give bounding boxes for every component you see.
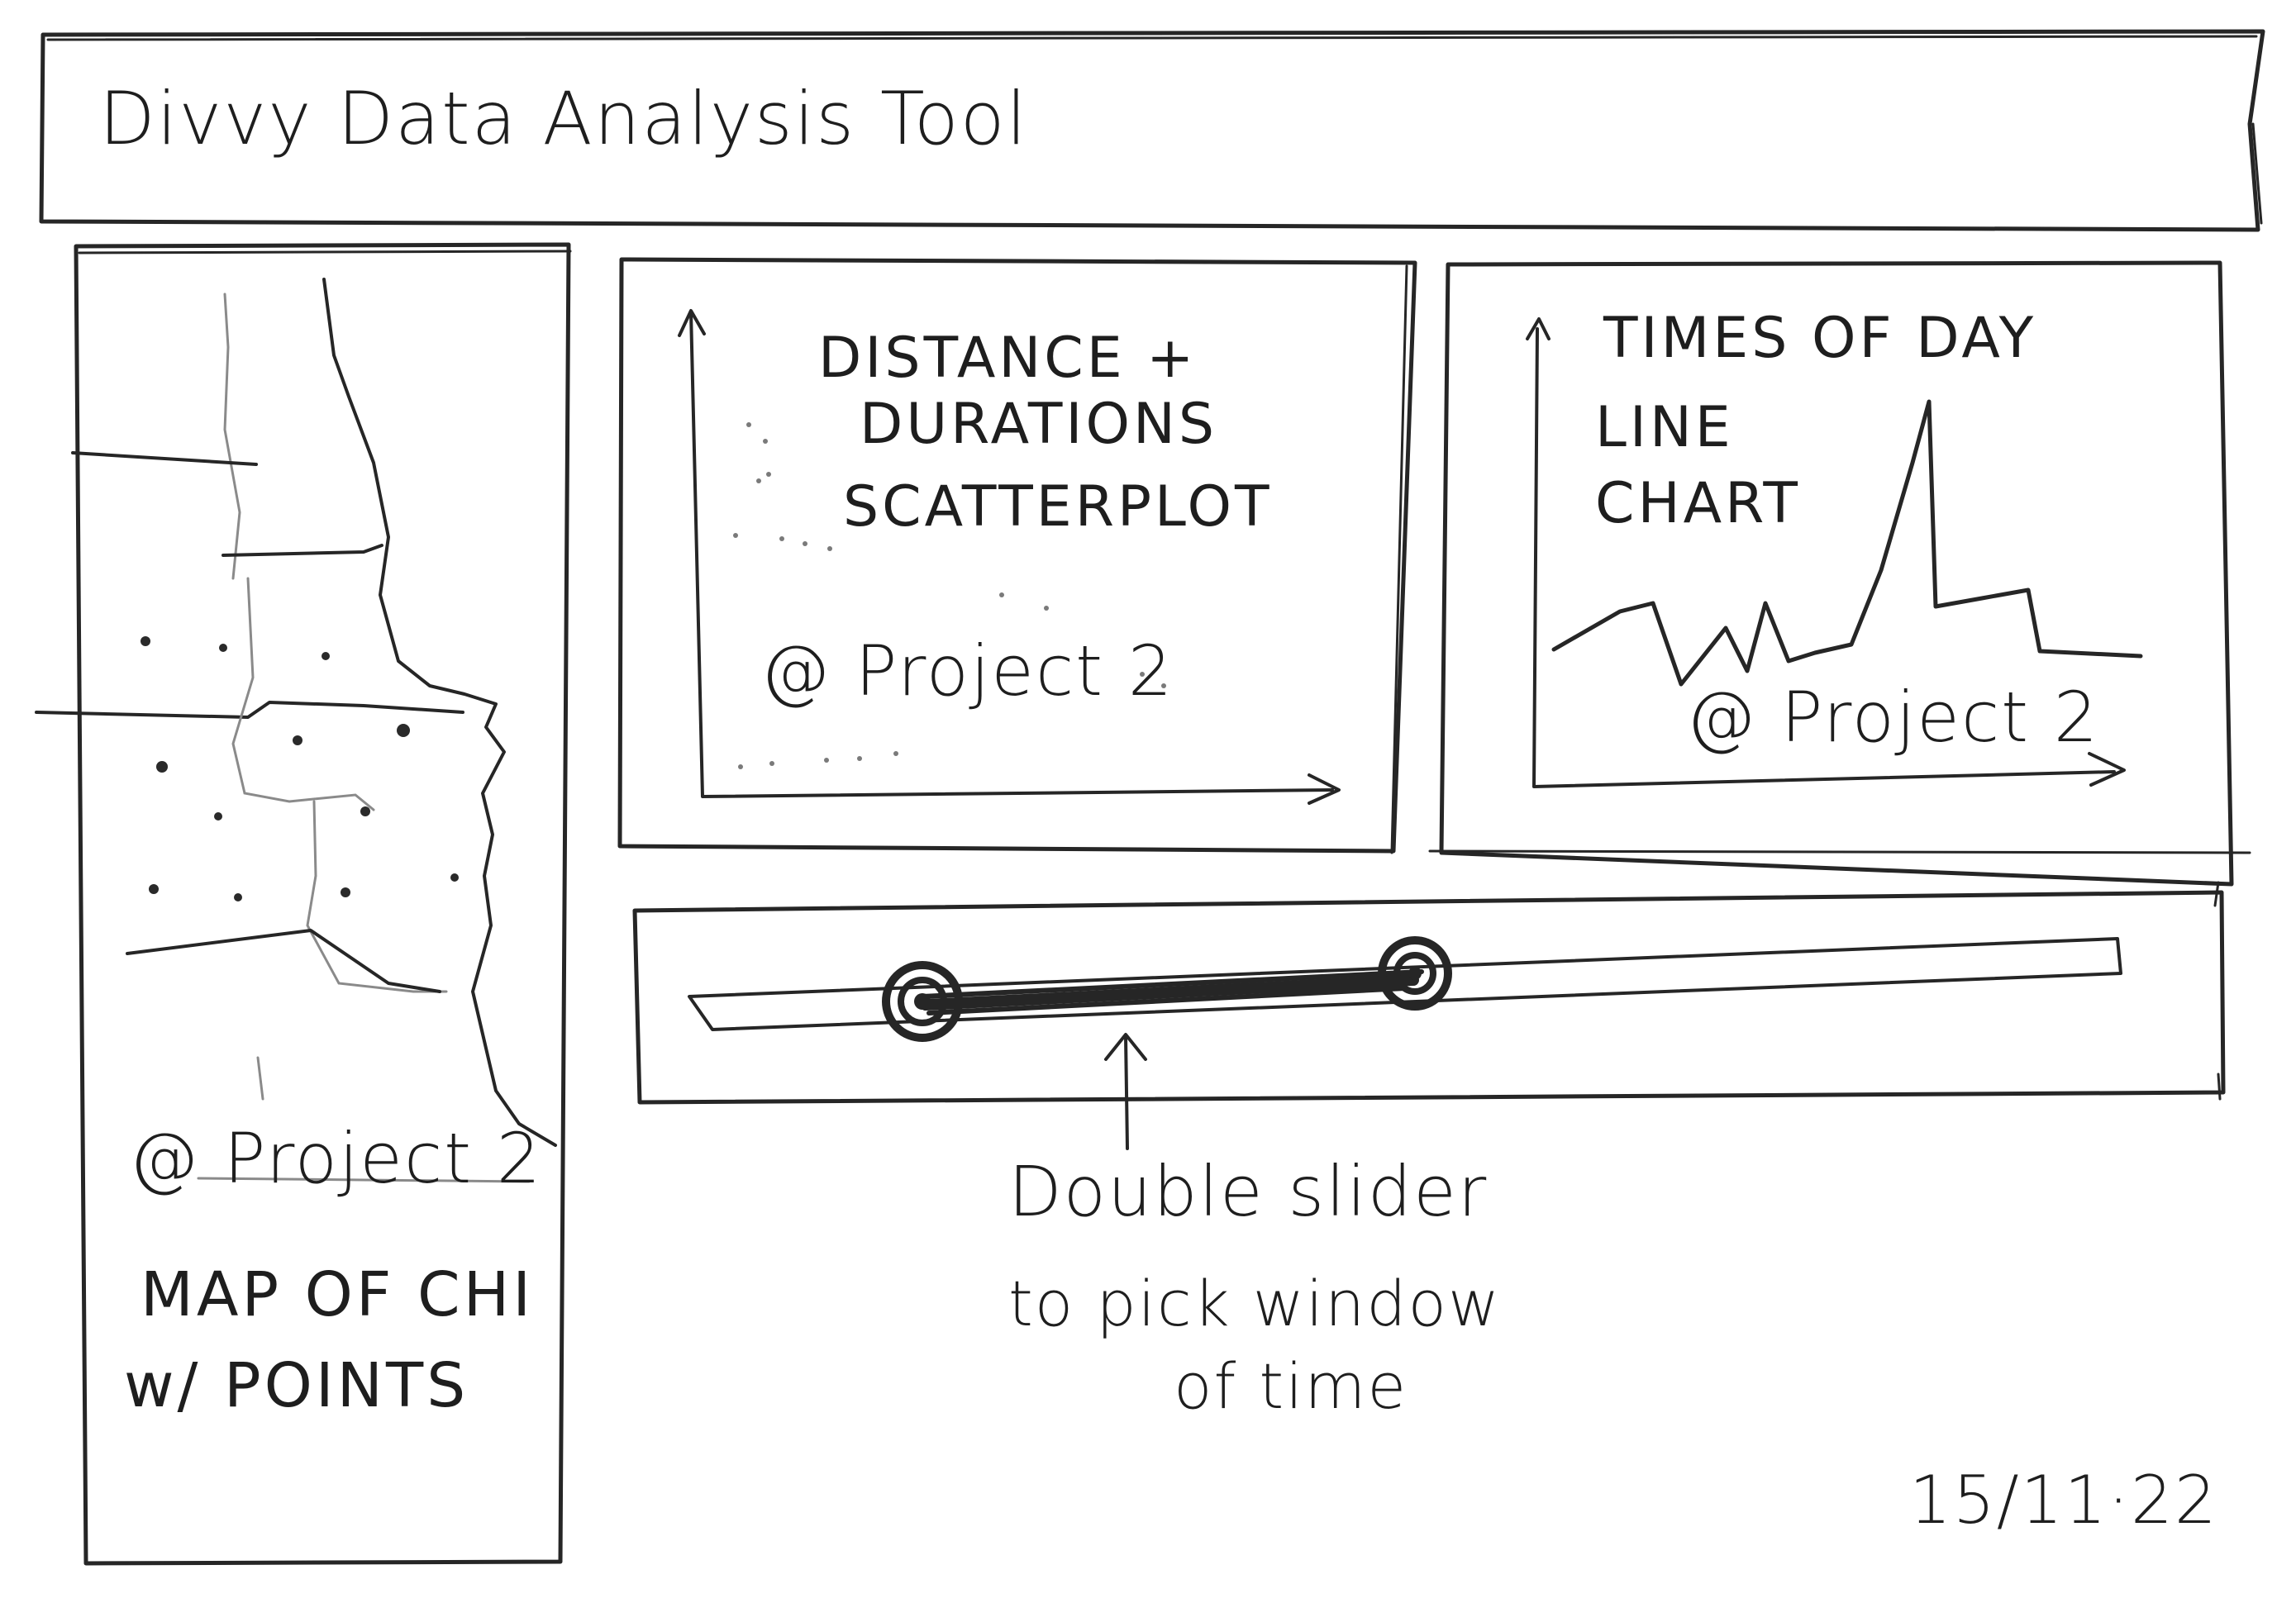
map-panel (35, 242, 572, 1566)
slider-track (688, 937, 2122, 1031)
scatter-title-line2: DURATIONS (860, 392, 1218, 457)
sketch-date: 15/11·22 (1909, 1462, 2218, 1539)
map-label-line1: MAP OF CHI (141, 1259, 535, 1330)
scatterplot-panel (617, 257, 1417, 854)
annotation-arrow (1104, 1033, 1147, 1150)
app-title: Divvy Data Analysis Tool (99, 76, 1028, 161)
time-of-day-line (1551, 399, 2143, 687)
scatter-points (733, 422, 1166, 769)
slider-note-line3: of time (1174, 1349, 1408, 1423)
slider-left-handle[interactable] (882, 961, 963, 1042)
header-bar (39, 29, 2265, 232)
scatter-title-line3: SCATTERPLOT (843, 474, 1273, 540)
map-credit: @ Project 2 (129, 1118, 543, 1199)
slider-range (920, 974, 1419, 1011)
linechart-credit: @ Project 2 (1686, 677, 2100, 758)
scatter-credit: @ Project 2 (760, 630, 1174, 711)
slider-note-line2: to pick window (1008, 1267, 1502, 1340)
double-slider[interactable] (632, 881, 2226, 1105)
linechart-title-line3: CHART (1595, 471, 1801, 536)
linechart-title-line2: LINE (1595, 395, 1734, 460)
slider-right-handle[interactable] (1378, 936, 1452, 1011)
scatter-title-line1: DISTANCE + (818, 326, 1198, 391)
map-of-chicago (35, 278, 557, 1147)
line-chart-panel (1428, 260, 2251, 887)
linechart-title-line1: TIMES OF DAY (1603, 306, 2037, 371)
map-label-line2: w/ POINTS (124, 1350, 469, 1421)
slider-note-line1: Double slider (1008, 1151, 1489, 1232)
